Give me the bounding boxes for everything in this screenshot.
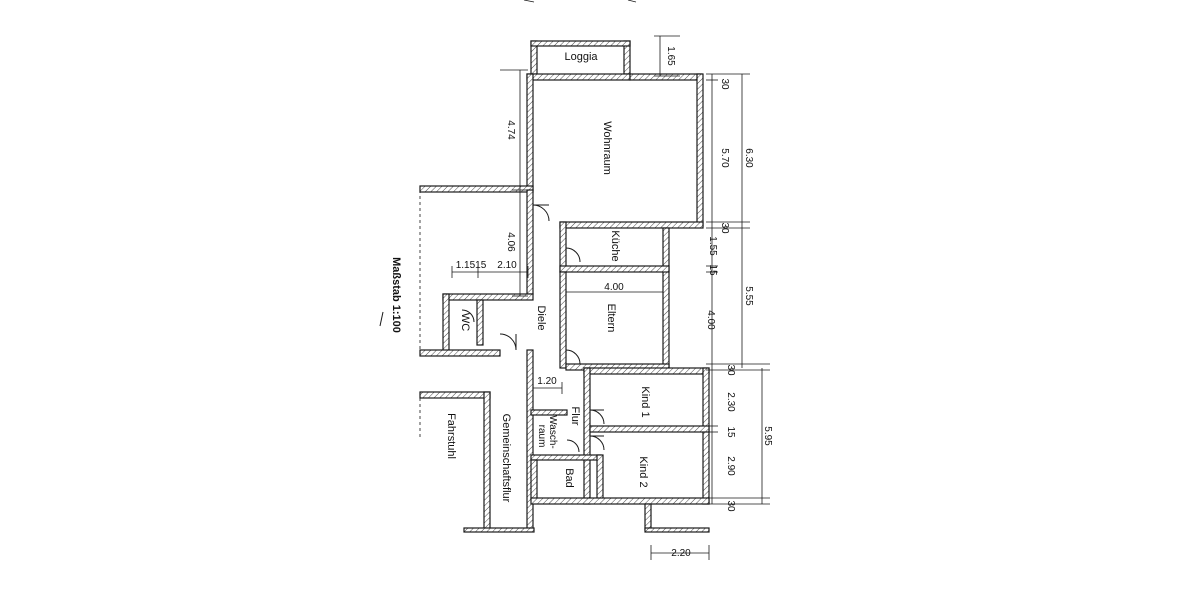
- dim-4-00-vertical: 4.00: [705, 310, 716, 330]
- dim-4-00-horizontal: 4.00: [604, 282, 624, 293]
- door-arc: [461, 309, 475, 323]
- dim-1-20: 1.20: [537, 376, 557, 387]
- doors: [461, 204, 605, 453]
- dim-2-90: 2.90: [725, 456, 736, 476]
- door-arc: [532, 204, 550, 222]
- dim-1-15-15: 1.1515: [456, 260, 487, 271]
- door-arc: [565, 349, 581, 365]
- dim-4-74: 4.74: [505, 120, 516, 140]
- dim-5-70: 5.70: [719, 148, 730, 168]
- dim-30: 30: [725, 364, 736, 376]
- room-kind1: Kind 1: [639, 386, 651, 417]
- dim-15: 15: [725, 426, 736, 438]
- room-waschraum-line2: raum: [536, 425, 547, 448]
- dim-2-20: 2.20: [671, 548, 691, 559]
- room-kueche: Küche: [609, 230, 621, 261]
- dimension-labels: 1.65 30 5.70 6.30 30 4.74 4.06 1.1515 2.…: [456, 46, 773, 559]
- scale: Maßstab 1:100: [379, 257, 402, 333]
- room-eltern: Eltern: [605, 304, 617, 333]
- door-arc: [499, 333, 517, 351]
- room-waschraum-line1: Wasch-: [547, 415, 558, 449]
- door-arc: [565, 247, 581, 263]
- dimension-lines: [451, 0, 770, 560]
- scale-label: Maßstab 1:100: [390, 257, 402, 333]
- dim-4-06: 4.06: [505, 232, 516, 252]
- dim-6-30: 6.30: [743, 148, 754, 168]
- room-labels: Loggia Wohnraum Küche Eltern Diele WC Fl…: [445, 51, 651, 503]
- dim-2-30: 2.30: [725, 392, 736, 412]
- room-flur: Flur: [569, 407, 581, 426]
- room-wohnraum: Wohnraum: [601, 121, 613, 175]
- dim-15: 15: [707, 264, 718, 276]
- dim-5-95: 5.95: [762, 426, 773, 446]
- dim-30: 30: [719, 78, 730, 90]
- area-gemeinschaftsflur: Gemeinschaftsflur: [500, 414, 512, 503]
- dim-2-10: 2.10: [497, 260, 517, 271]
- room-loggia: Loggia: [564, 51, 598, 63]
- walls: [419, 40, 710, 533]
- dim-5-55: 5.55: [743, 286, 754, 306]
- dim-1-55: 1.55: [707, 236, 718, 256]
- room-kind2: Kind 2: [637, 456, 649, 487]
- scale-tick: [379, 311, 384, 327]
- room-wc: WC: [459, 313, 471, 331]
- dim-1-65: 1.65: [665, 46, 676, 66]
- door-arc: [589, 435, 605, 451]
- door-arc: [566, 439, 580, 453]
- room-bad: Bad: [563, 468, 575, 488]
- room-diele: Diele: [535, 305, 547, 330]
- dim-30: 30: [719, 222, 730, 234]
- door-arc: [589, 409, 605, 425]
- dim-30: 30: [725, 500, 736, 512]
- area-fahrstuhl: Fahrstuhl: [445, 413, 457, 459]
